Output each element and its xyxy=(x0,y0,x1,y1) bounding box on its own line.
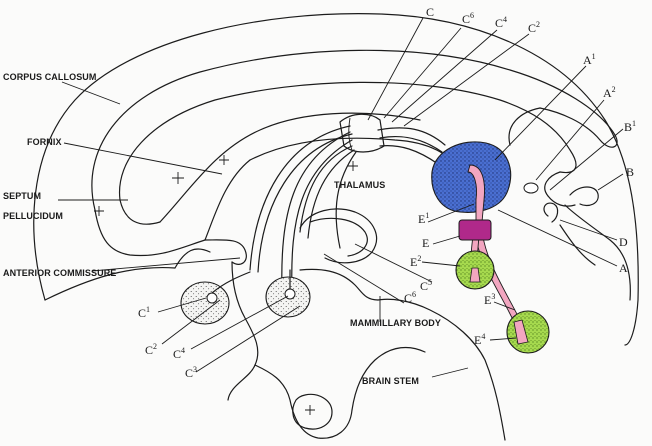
callout-e: E xyxy=(422,236,429,250)
callout-a: A xyxy=(619,261,628,275)
callout-e4: E4 xyxy=(474,332,485,347)
label-mammillary-body: MAMMILLARY BODY xyxy=(350,318,441,328)
callout-b1: B1 xyxy=(624,119,636,134)
callout-c6: C6 xyxy=(404,290,416,305)
brain-outline xyxy=(33,13,639,441)
thalamic-nucleus xyxy=(431,141,512,213)
cross-marks xyxy=(94,155,381,415)
callout-c2-top: C2 xyxy=(528,20,540,35)
callout-d: D xyxy=(619,235,628,249)
leader-lines xyxy=(58,17,624,378)
callout-e2: E2 xyxy=(410,254,421,269)
fornix-bundle xyxy=(249,113,446,293)
callout-c5: C5 xyxy=(420,278,432,293)
mammillary-nuclei xyxy=(455,250,550,354)
fornix-terminal-nuclei xyxy=(180,269,311,325)
region-labels: CORPUS CALLOSUM FORNIX SEPTUM PELLUCIDUM… xyxy=(3,72,441,386)
callout-b: B xyxy=(626,165,634,179)
label-brain-stem: BRAIN STEM xyxy=(362,376,419,386)
callout-a2: A2 xyxy=(603,85,616,100)
label-thalamus: THALAMUS xyxy=(334,180,385,190)
callout-c4: C4 xyxy=(173,346,185,361)
callout-c: C xyxy=(426,5,434,19)
label-fornix: FORNIX xyxy=(27,137,62,147)
callout-e3: E3 xyxy=(484,292,495,307)
callout-a1: A1 xyxy=(583,52,596,67)
small-structures xyxy=(523,182,599,223)
callout-c1: C1 xyxy=(138,305,150,320)
callout-c3: C3 xyxy=(185,365,197,380)
callout-c4-top: C4 xyxy=(495,15,507,30)
label-corpus-callosum: CORPUS CALLOSUM xyxy=(3,72,97,82)
label-septum: SEPTUM xyxy=(3,191,41,201)
callout-c6-top: C6 xyxy=(462,11,474,26)
callout-letters: C C6 C4 C2 A1 A2 B1 B D A E1 E E2 E3 E4 … xyxy=(138,5,636,380)
callout-c2: C2 xyxy=(145,342,157,357)
callout-e1: E1 xyxy=(418,211,429,226)
label-pellucidum: PELLUCIDUM xyxy=(3,211,63,221)
label-anterior-commissure: ANTERIOR COMMISSURE xyxy=(3,268,116,278)
